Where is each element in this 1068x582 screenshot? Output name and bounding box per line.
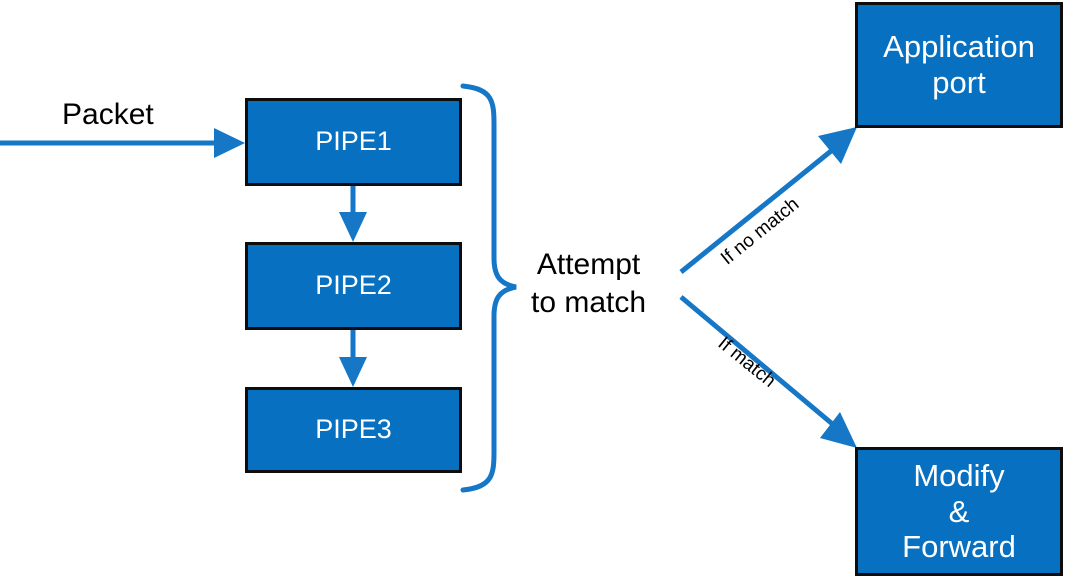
if-no-match-arrow — [679, 127, 857, 274]
grouping-brace — [460, 83, 517, 493]
modify-forward-box[interactable]: Modify & Forward — [855, 447, 1063, 576]
packet-input-arrow — [0, 128, 245, 158]
pipe1-label: PIPE1 — [315, 126, 392, 157]
pipe2-label: PIPE2 — [315, 270, 392, 301]
pipe2-to-pipe3-arrow — [339, 330, 367, 387]
attempt-to-match-label: Attempt to match — [531, 248, 647, 320]
packet-input-label: Packet — [62, 98, 154, 131]
pipe1-to-pipe2-arrow — [339, 185, 367, 242]
application-port-box[interactable]: Application port — [855, 2, 1063, 128]
modify-forward-label: Modify & Forward — [902, 458, 1016, 565]
pipe1-box[interactable]: PIPE1 — [245, 98, 462, 186]
if-match-arrow — [679, 295, 857, 448]
pipe2-box[interactable]: PIPE2 — [245, 242, 462, 330]
application-port-label: Application port — [883, 29, 1035, 100]
pipe3-box[interactable]: PIPE3 — [245, 387, 462, 473]
pipe3-label: PIPE3 — [315, 414, 392, 445]
